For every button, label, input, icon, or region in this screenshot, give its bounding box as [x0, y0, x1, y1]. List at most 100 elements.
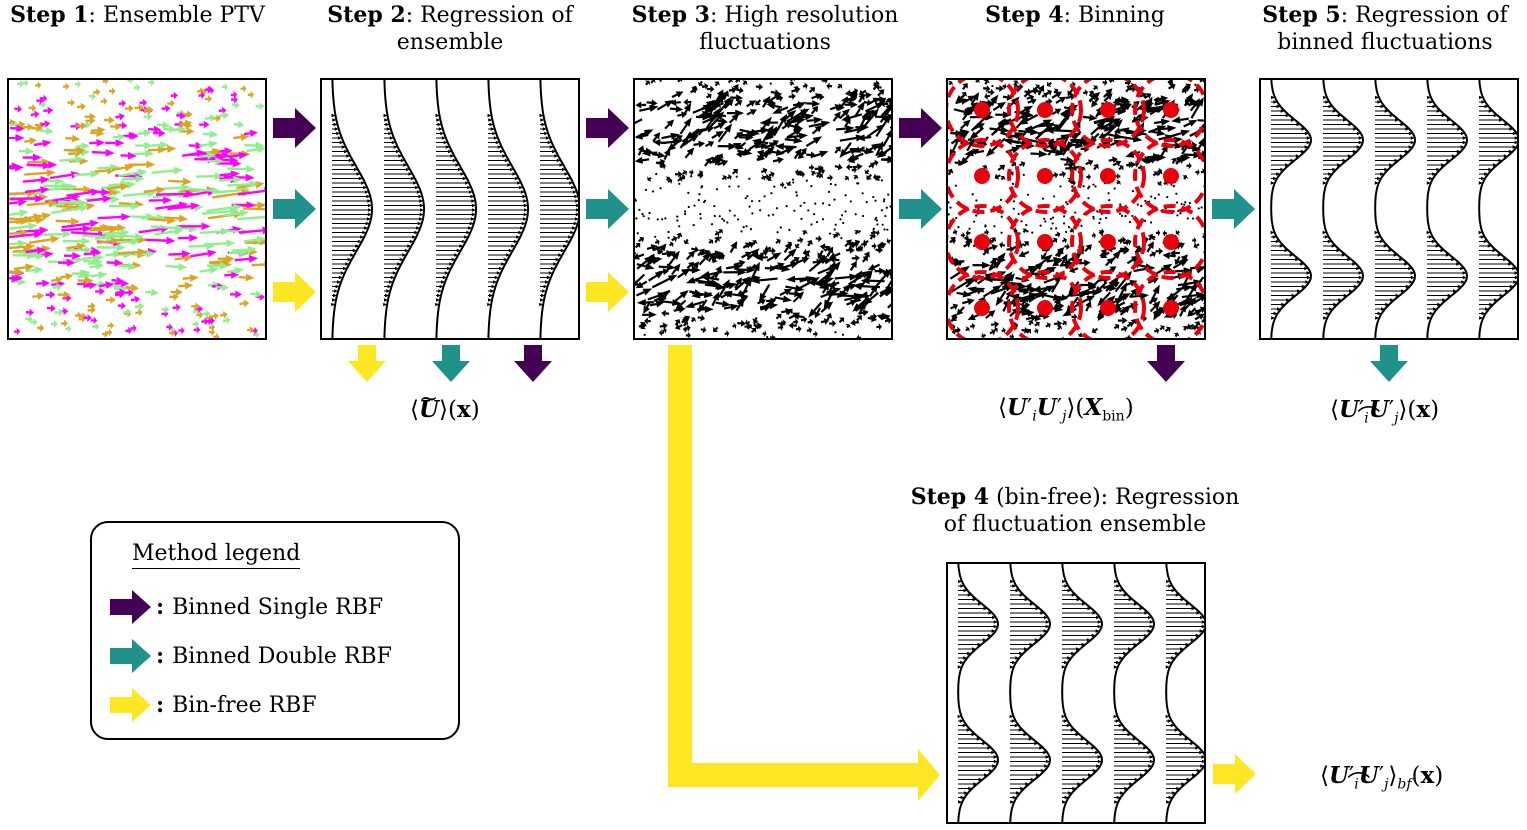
profile-arrowhead — [511, 244, 516, 248]
fluctuation-vector — [1080, 288, 1102, 296]
particle-vector — [238, 226, 265, 235]
fluctuation-vector — [691, 245, 700, 253]
fluctuation-vector — [1166, 282, 1189, 302]
fluctuation-vector — [969, 126, 985, 140]
fluctuation-dot — [1108, 198, 1111, 202]
profile-arrowhead — [419, 208, 424, 212]
profile-arrowhead — [345, 262, 350, 266]
particle-vector — [27, 252, 46, 261]
profile-arrowhead — [1327, 239, 1332, 244]
fluctuation-vector — [752, 319, 758, 325]
particle-vector — [22, 153, 43, 162]
fluctuation-vector — [665, 176, 671, 182]
fluctuation-dot — [1113, 187, 1116, 190]
fluctuation-vector — [983, 80, 990, 85]
fluctuation-vector — [1051, 108, 1062, 116]
particle-vector — [125, 326, 132, 335]
profile-arrowhead — [1086, 741, 1091, 746]
fluctuation-vector — [799, 171, 806, 179]
particle-vector — [227, 165, 256, 173]
fluctuation-vector — [846, 152, 864, 161]
fluctuation-vector — [713, 326, 719, 332]
fluctuation-vector — [813, 150, 829, 158]
particle-vector — [37, 323, 44, 332]
profile-arrowhead — [449, 262, 454, 266]
fluctuation-vector — [746, 100, 756, 108]
particle-vector — [240, 84, 247, 93]
particle-vector — [178, 281, 194, 290]
particle-vector — [193, 325, 201, 334]
fluctuation-vector — [775, 238, 781, 245]
profile-arrowhead — [1380, 104, 1385, 109]
profile-arrowhead — [1435, 244, 1440, 248]
profile-arrowhead — [417, 221, 422, 226]
fluctuation-vector — [861, 256, 868, 263]
fluctuation-vector — [844, 101, 858, 109]
bin-circle — [1007, 204, 1083, 280]
profile-arrowhead — [506, 253, 511, 257]
fluctuation-vector — [866, 173, 872, 180]
profile-arrowhead — [1077, 782, 1082, 786]
fluctuation-vector — [650, 80, 656, 84]
profile-arrowhead — [1149, 620, 1154, 624]
particle-vector — [169, 292, 179, 301]
fluctuation-dot — [746, 195, 749, 198]
fluctuation-vector — [635, 288, 653, 297]
profile-arrowhead — [1462, 140, 1467, 145]
fluctuation-dot — [770, 192, 773, 195]
profile-arrowhead — [387, 284, 392, 289]
profile-arrowhead — [1199, 615, 1204, 620]
fluctuation-vector — [692, 104, 713, 114]
profile-arrowhead — [1358, 140, 1363, 145]
profile-arrowhead — [1123, 651, 1128, 656]
profile-arrowhead — [1493, 163, 1498, 167]
particle-vector — [24, 169, 56, 177]
fluctuation-dot — [677, 179, 680, 182]
fluctuation-vector — [661, 250, 673, 258]
profile-arrowhead — [1015, 588, 1020, 593]
profile-arrowhead — [957, 665, 962, 669]
profile-arrowhead — [987, 746, 992, 750]
profile-arrowhead — [566, 176, 571, 181]
fluctuation-vector — [983, 85, 991, 93]
profile-arrowhead — [1116, 660, 1121, 665]
fluctuation-dot — [840, 237, 843, 240]
profile-arrowhead — [1304, 266, 1309, 271]
fluctuation-vector — [886, 237, 891, 245]
fluctuation-vector — [1030, 150, 1048, 158]
profile-arrowhead — [1043, 750, 1048, 755]
particle-vector — [33, 139, 52, 148]
legend-label: Bin-free RBF — [172, 692, 317, 718]
fluctuation-vector — [676, 232, 683, 239]
particle-vector — [9, 134, 25, 142]
fluctuation-vector — [744, 319, 750, 327]
particle-vector — [246, 145, 265, 154]
profile-arrowhead — [367, 203, 372, 208]
bin-circle — [948, 270, 1020, 338]
profile-arrowhead — [1514, 275, 1517, 280]
profile-arrowhead — [454, 253, 459, 257]
particle-vector — [9, 222, 38, 231]
fluctuation-vector — [759, 302, 779, 310]
profile-arrowhead — [1512, 131, 1517, 136]
profile-arrowhead — [1190, 741, 1195, 746]
fluctuation-dot — [736, 218, 740, 221]
profile-arrowhead — [1388, 248, 1393, 253]
profile-arrowhead — [1343, 118, 1348, 122]
fluctuation-vector — [997, 164, 1006, 171]
particle-vector — [196, 172, 224, 181]
profile-arrowhead — [1025, 782, 1030, 786]
fluctuation-vector — [661, 132, 680, 140]
fluctuation-vector — [1000, 175, 1006, 181]
fluctuation-dot — [784, 186, 787, 189]
bin-center — [1037, 168, 1053, 184]
profile-arrowhead — [388, 131, 393, 136]
yellow-arrow-icon — [273, 272, 316, 312]
profile-arrowhead — [574, 217, 578, 221]
fluctuation-dot — [1053, 195, 1056, 198]
particle-vector — [9, 274, 21, 283]
profile-arrowhead — [1456, 262, 1461, 266]
fluctuation-vector — [1162, 229, 1168, 237]
fluctuation-vector — [1031, 285, 1056, 293]
